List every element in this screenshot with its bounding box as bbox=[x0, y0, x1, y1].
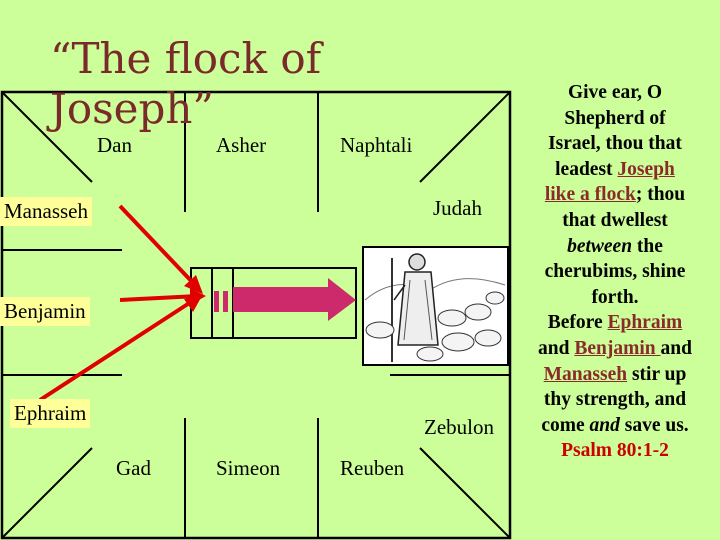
glory-arrow bbox=[233, 278, 356, 321]
highlight-benjamin: Benjamin bbox=[574, 337, 661, 359]
highlight-like-a-flock: like a flock bbox=[544, 184, 636, 206]
camp-label-asher: Asher bbox=[216, 133, 267, 157]
verse-text: Before bbox=[547, 312, 608, 334]
corner-line-tl bbox=[1, 91, 93, 183]
verse-text: the bbox=[632, 235, 663, 257]
veil-mark-2 bbox=[223, 291, 228, 312]
verse-text: and bbox=[660, 337, 692, 359]
verse-line: between the bbox=[510, 234, 720, 260]
camp-label-judah: Judah bbox=[433, 196, 482, 220]
camp-label-dan: Dan bbox=[97, 133, 132, 157]
camp-label-naphtali: Naphtali bbox=[340, 133, 413, 157]
verse-line: cherubims, shine bbox=[544, 261, 686, 283]
veil-mark-1 bbox=[214, 291, 219, 312]
verse-italic-and: and bbox=[589, 414, 620, 436]
verse-line: thy strength, and bbox=[543, 389, 687, 411]
highlight-joseph: Joseph bbox=[617, 158, 675, 180]
camp-label-zebulon: Zebulon bbox=[424, 415, 494, 439]
verse-line: Give ear, O bbox=[567, 82, 663, 103]
verse-text: save us. bbox=[619, 414, 689, 436]
camp-label-ephraim: Ephraim bbox=[10, 399, 91, 428]
verse-text: stir up bbox=[627, 363, 687, 385]
verse-line: come and save us. bbox=[510, 413, 720, 439]
scripture-verse: Give ear, O Shepherd of Israel, thou tha… bbox=[510, 80, 720, 464]
verse-text: leadest bbox=[555, 158, 618, 180]
corner-line-tr bbox=[419, 91, 511, 183]
highlight-manasseh: Manasseh bbox=[543, 363, 628, 385]
verse-line: that dwellest bbox=[562, 209, 668, 231]
corner-line-br bbox=[419, 447, 511, 539]
verse-line: leadest Joseph bbox=[510, 157, 720, 183]
verse-reference: Psalm 80:1-2 bbox=[561, 440, 669, 462]
camp-label-reuben: Reuben bbox=[340, 456, 405, 480]
verse-line: Shepherd of bbox=[564, 107, 666, 129]
verse-line: and Benjamin and bbox=[510, 336, 720, 362]
slide-title: “The flock of Joseph” bbox=[50, 34, 322, 133]
camp-label-gad: Gad bbox=[116, 456, 151, 480]
verse-line: Manasseh stir up bbox=[510, 362, 720, 388]
camp-label-benjamin: Benjamin bbox=[0, 297, 90, 326]
arrow-from-manasseh bbox=[118, 204, 203, 294]
verse-italic-between: between bbox=[567, 235, 633, 257]
verse-text: come bbox=[541, 414, 590, 436]
verse-line: forth. bbox=[591, 286, 639, 308]
camp-label-manasseh: Manasseh bbox=[0, 197, 92, 226]
verse-line: Before Ephraim bbox=[510, 310, 720, 336]
camp-label-simeon: Simeon bbox=[216, 456, 281, 480]
verse-line: like a flock; thou bbox=[510, 182, 720, 208]
arrow-from-ephraim bbox=[38, 294, 203, 402]
highlight-ephraim: Ephraim bbox=[607, 312, 683, 334]
verse-text: and bbox=[538, 337, 575, 359]
verse-text: ; thou bbox=[635, 184, 686, 206]
shepherd-with-flock-illustration bbox=[362, 246, 509, 366]
verse-line: Israel, thou that bbox=[548, 133, 682, 155]
corner-line-bl bbox=[1, 447, 93, 539]
